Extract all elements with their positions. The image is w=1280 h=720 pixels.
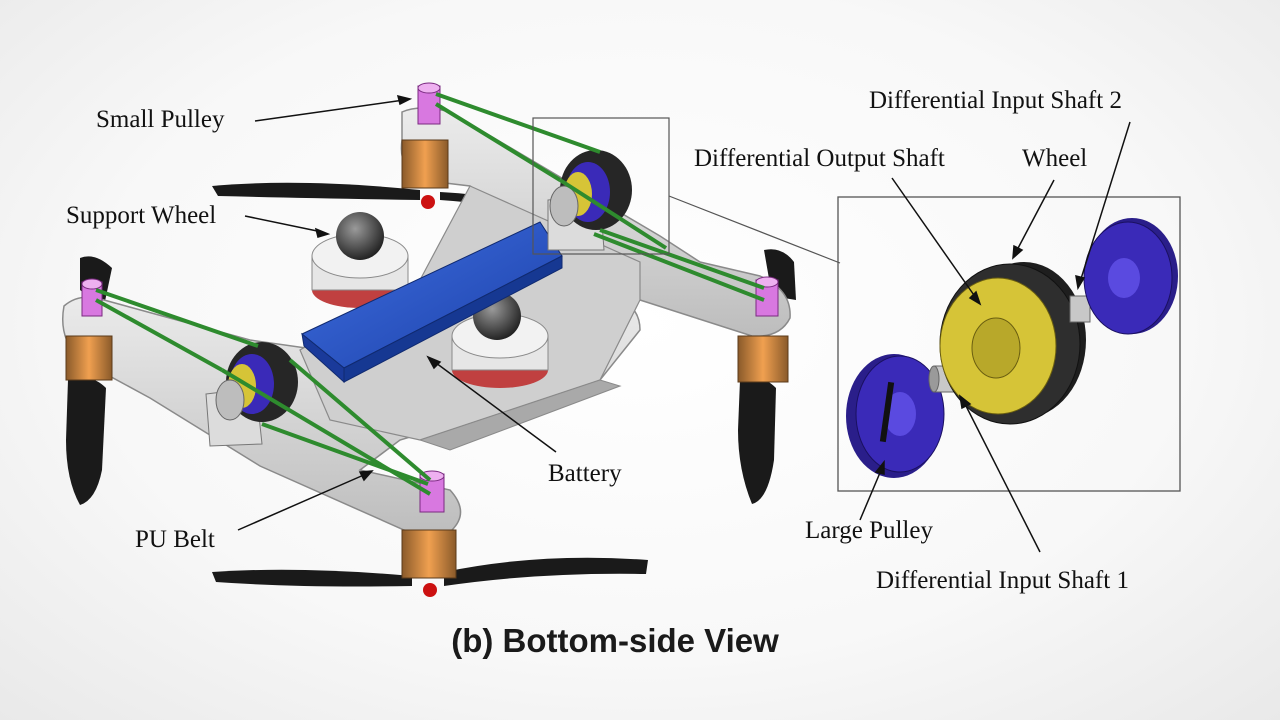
large-pulley-detail-left bbox=[846, 354, 945, 478]
arrow-wheel bbox=[1012, 244, 1024, 260]
large-pulley-detail-right bbox=[1083, 218, 1178, 335]
label-diff-input-shaft-1: Differential Input Shaft 1 bbox=[876, 567, 1129, 594]
label-battery: Battery bbox=[548, 460, 622, 487]
arrow-small-pulley bbox=[396, 94, 413, 106]
diff-input-shaft-2-detail bbox=[1069, 295, 1091, 323]
label-diff-input-shaft-2: Differential Input Shaft 2 bbox=[869, 87, 1122, 114]
label-pu-belt: PU Belt bbox=[135, 526, 215, 553]
wheel-assembly-bottom bbox=[205, 342, 298, 447]
label-support-wheel: Support Wheel bbox=[66, 202, 217, 229]
leader-diff-input-shaft-2 bbox=[1079, 121, 1131, 283]
motor-left bbox=[65, 335, 113, 381]
leader-pu-belt bbox=[237, 473, 367, 531]
label-wheel: Wheel bbox=[1022, 145, 1088, 172]
arrow-diff-output-shaft bbox=[968, 290, 982, 306]
arrow-battery bbox=[426, 355, 442, 370]
leader-battery bbox=[431, 359, 557, 453]
leader-small-pulley bbox=[254, 99, 405, 122]
battery bbox=[301, 221, 563, 384]
leader-lines bbox=[237, 94, 1131, 553]
label-small-pulley: Small Pulley bbox=[96, 106, 225, 133]
propeller-top-left bbox=[212, 182, 500, 206]
leader-diff-input-shaft-1 bbox=[963, 401, 1041, 553]
leader-wheel bbox=[1015, 179, 1055, 253]
leader-large-pulley bbox=[859, 467, 883, 521]
small-pulley-left bbox=[81, 278, 103, 317]
label-large-pulley: Large Pulley bbox=[805, 517, 933, 544]
support-wheel-right bbox=[451, 292, 549, 388]
leader-support-wheel bbox=[244, 215, 323, 233]
arrow-diff-input-shaft-2 bbox=[1075, 274, 1086, 291]
arrow-diff-input-shaft-1 bbox=[958, 394, 972, 410]
motor-top-left bbox=[401, 139, 449, 209]
zoom-connector-top bbox=[668, 195, 841, 264]
arrow-large-pulley bbox=[874, 459, 885, 475]
propeller-left-lower bbox=[66, 377, 106, 505]
pu-belts bbox=[95, 92, 765, 496]
propeller-right-lower bbox=[738, 377, 776, 504]
zoom-source-box bbox=[532, 117, 670, 255]
wheel-detail bbox=[939, 262, 1086, 425]
motor-right bbox=[737, 335, 789, 383]
small-pulley-top bbox=[417, 82, 441, 125]
propeller-bottom bbox=[212, 557, 648, 587]
arrow-support-wheel bbox=[314, 227, 331, 238]
motor-bottom bbox=[401, 529, 457, 597]
leader-diff-output-shaft bbox=[891, 177, 977, 299]
label-diff-output-shaft: Differential Output Shaft bbox=[694, 145, 945, 172]
arrow-pu-belt bbox=[358, 470, 374, 482]
figure-caption: (b) Bottom-side View bbox=[451, 622, 779, 659]
